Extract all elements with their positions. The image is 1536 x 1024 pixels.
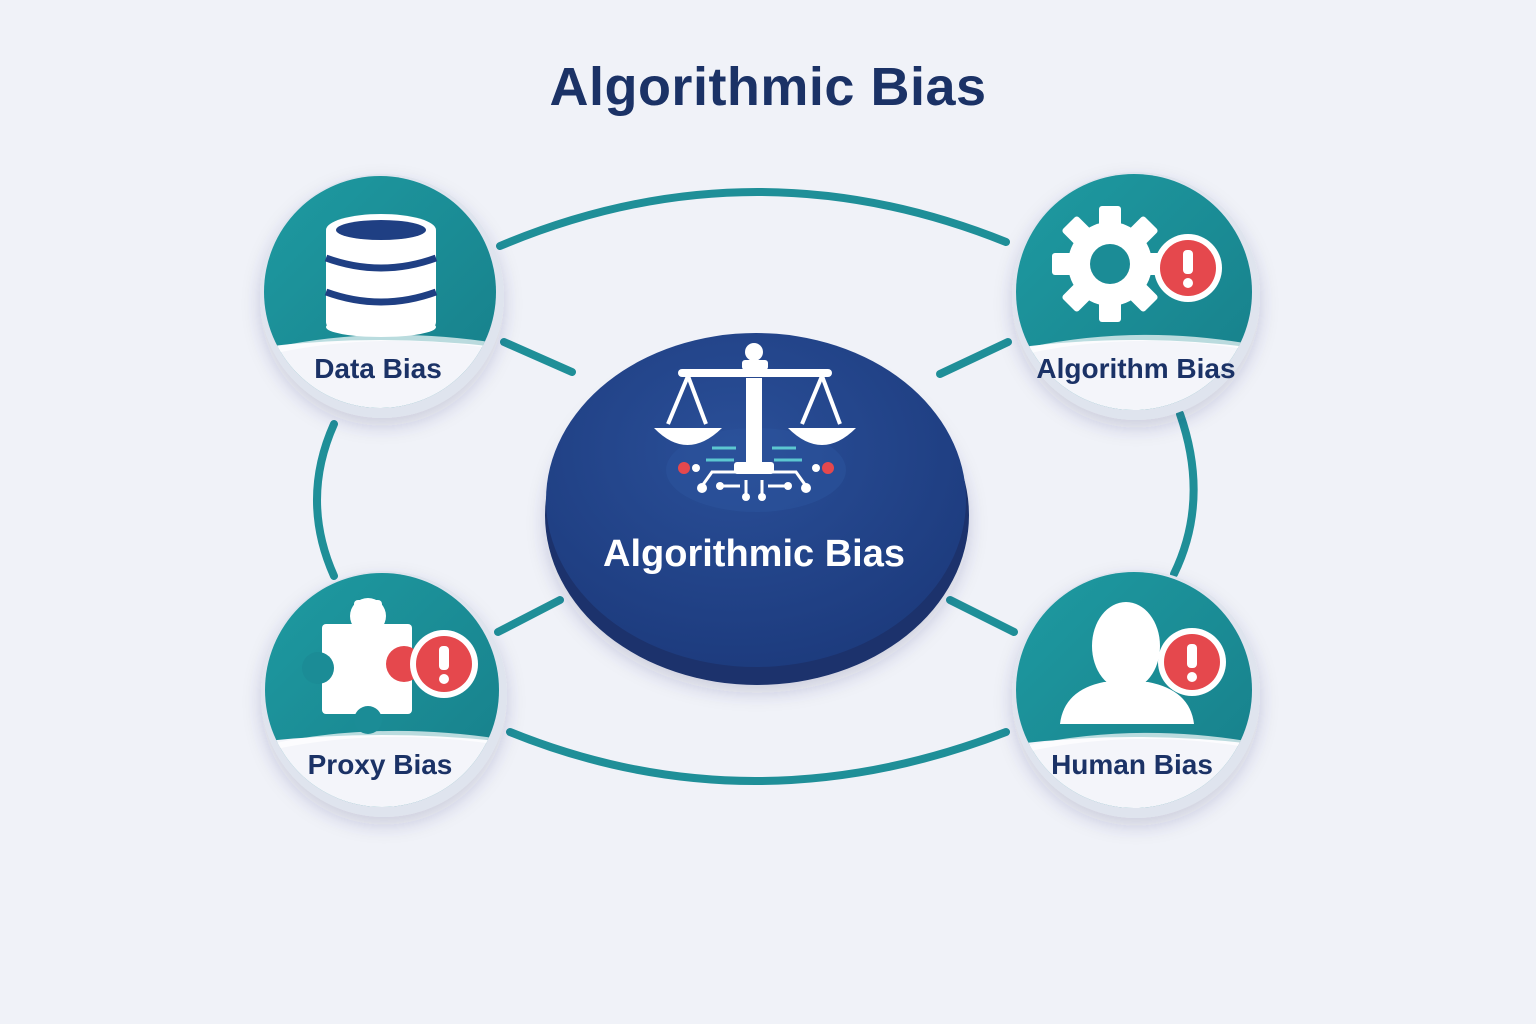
connector-top [496,188,1010,250]
spokes [494,338,1018,636]
database-icon [324,214,438,337]
spoke-proxy-bias [494,596,564,636]
page-title: Algorithmic Bias [549,57,987,117]
warning-icon [386,630,478,698]
spoke-algorithm-bias [936,338,1012,378]
connector-ring [313,188,1198,785]
node-proxy-bias[interactable]: Proxy Bias [240,571,524,820]
connector-right [1170,410,1198,578]
person-icon [1060,602,1194,724]
warning-icon [1154,234,1222,302]
node-human-bias[interactable]: Human Bias [1000,570,1270,820]
node-label-proxy-bias: Proxy Bias [308,749,453,780]
center-node[interactable]: Algorithmic Bias [545,333,969,685]
node-label-human-bias: Human Bias [1051,749,1213,780]
center-label: Algorithmic Bias [603,533,905,575]
node-label-data-bias: Data Bias [314,353,442,384]
scales-of-justice-icon [654,343,856,512]
spoke-data-bias [500,338,576,376]
gear-icon [1052,206,1168,322]
connector-bottom [506,728,1010,785]
node-algorithm-bias[interactable]: Algorithm Bias [1000,172,1270,430]
node-data-bias[interactable]: Data Bias [240,174,520,430]
puzzle-piece-icon [302,598,412,734]
connector-left [313,420,338,580]
warning-icon [1158,628,1226,696]
spoke-human-bias [946,596,1018,636]
node-label-algorithm-bias: Algorithm Bias [1036,353,1235,384]
